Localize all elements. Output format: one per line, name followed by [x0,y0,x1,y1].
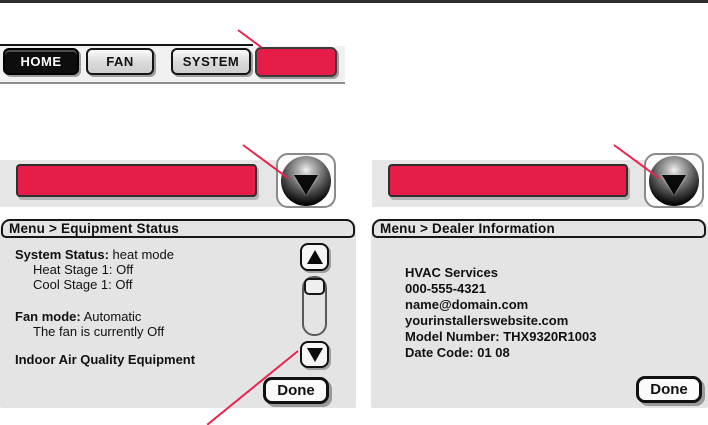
dealer-line-name: HVAC Services [405,265,498,280]
fan-mode-line: Fan mode: Automatic [15,310,141,324]
tab-fan[interactable]: FAN [86,48,154,75]
tab-bar-bottom-edge [0,82,345,84]
scroll-down-button-left[interactable] [276,153,336,208]
dealer-line-datecode: Date Code: 01 08 [405,345,510,360]
red-banner-button-left[interactable] [16,164,257,197]
tab-bar-top-edge [0,44,253,46]
heat-stage-line: Heat Stage 1: Off [33,262,134,277]
cool-stage-line: Cool Stage 1: Off [33,277,133,292]
fan-status-line: The fan is currently Off [33,324,165,339]
dealer-line-model: Model Number: THX9320R1003 [405,329,597,344]
down-triangle-icon [306,347,323,362]
scroll-up-button[interactable] [300,243,329,271]
tab-system[interactable]: SYSTEM [171,48,251,75]
breadcrumb-equipment-status: Menu > Equipment Status [1,219,355,238]
red-banner-button-right[interactable] [388,164,628,197]
scroll-down-button-right[interactable] [644,153,704,208]
done-button-equipment-status[interactable]: Done [263,377,329,404]
down-arrow-circle-right [649,156,699,206]
scrollbar-track[interactable] [302,276,327,336]
page-top-rule [0,0,708,3]
equipment-status-panel [0,219,356,408]
done-button-dealer-info[interactable]: Done [636,376,702,403]
fan-mode-value: Automatic [80,309,142,324]
down-arrow-circle-left [281,156,331,206]
dealer-line-phone: 000-555-4321 [405,281,486,296]
breadcrumb-dealer-information: Menu > Dealer Information [372,219,706,238]
dealer-line-website: yourinstallerswebsite.com [405,313,569,328]
dealer-line-email: name@domain.com [405,297,529,312]
up-triangle-icon [306,250,323,264]
down-triangle-icon [662,175,686,195]
system-status-label: System Status: [15,247,109,262]
scrollbar-thumb[interactable] [304,278,325,295]
fan-mode-label: Fan mode: [15,309,81,324]
down-triangle-icon [294,175,318,195]
tab-menu-highlighted[interactable] [255,47,337,77]
system-status-line: System Status: heat mode [15,248,174,262]
iaq-heading: Indoor Air Quality Equipment [15,352,196,367]
scroll-down-button[interactable] [300,341,329,368]
tab-home[interactable]: HOME [3,48,79,75]
system-status-value: heat mode [108,247,174,262]
